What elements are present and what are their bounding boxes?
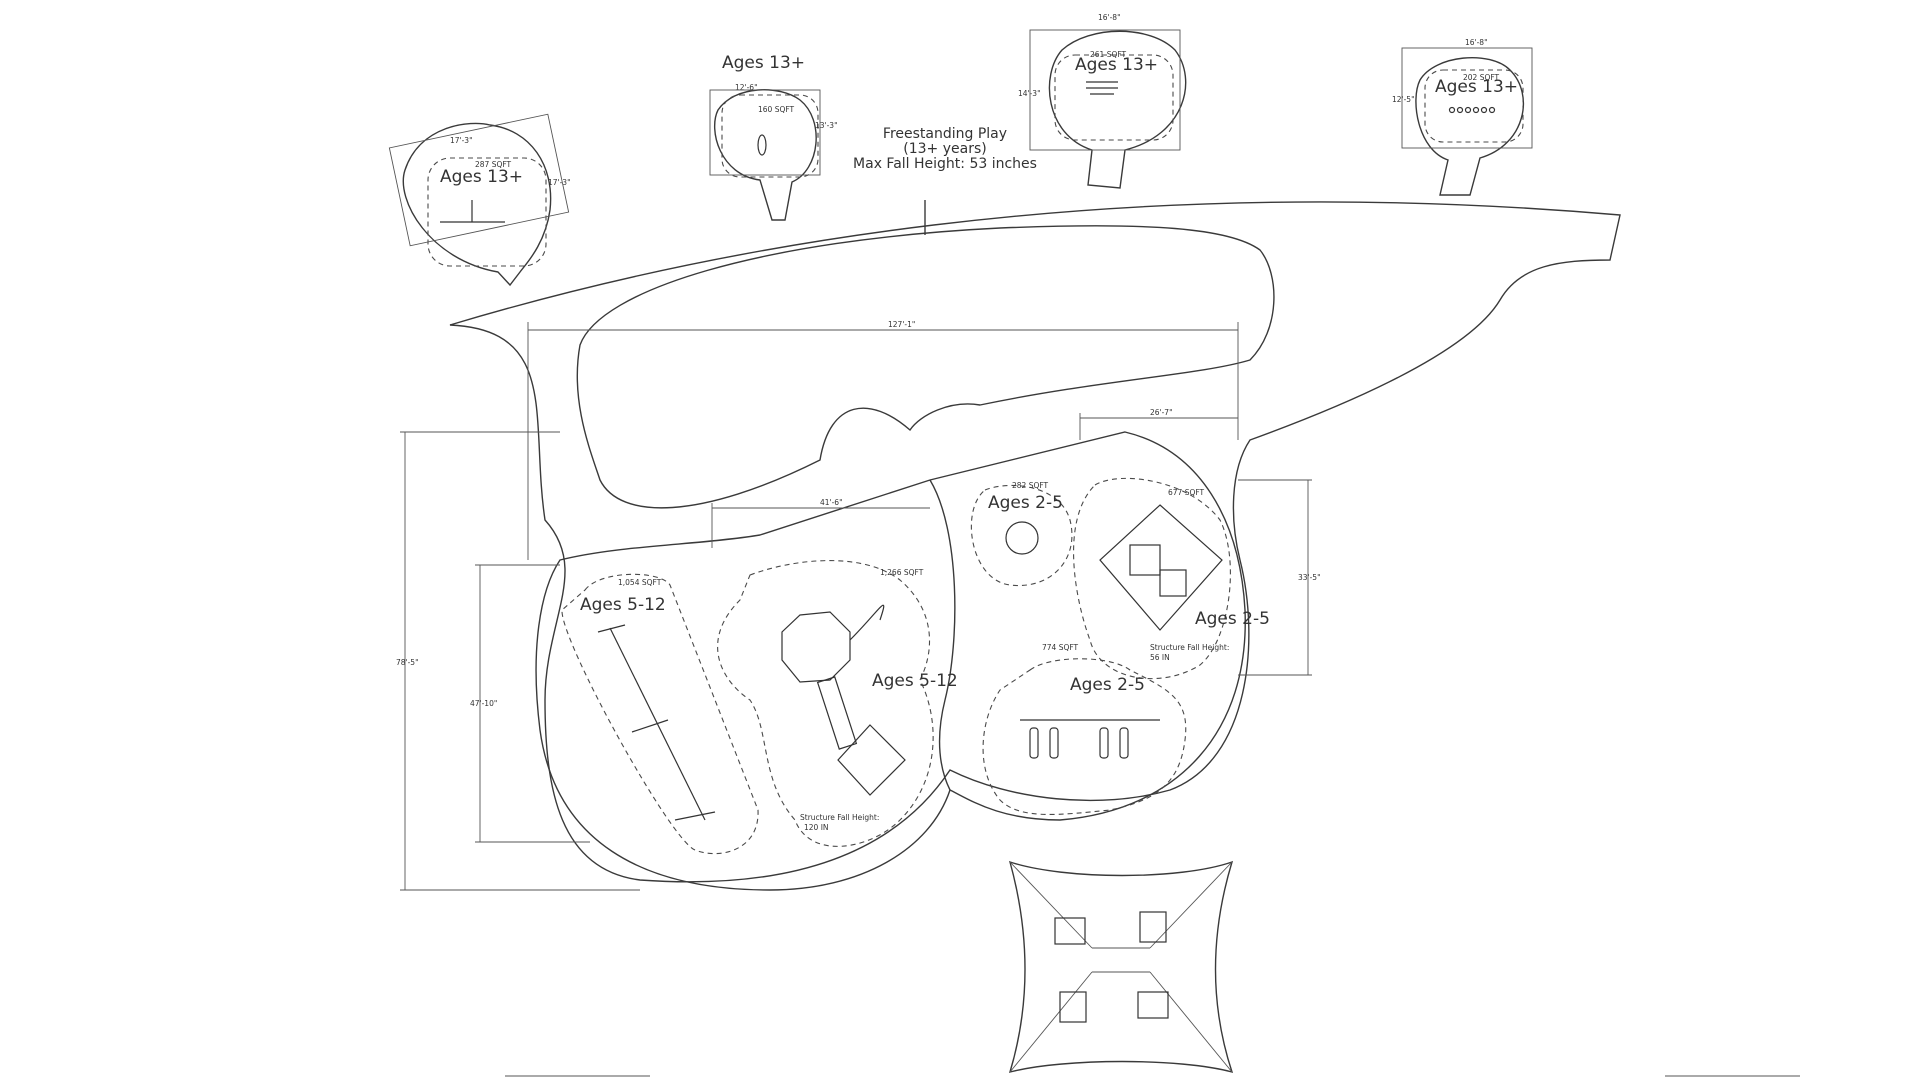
tot-structure-area-label: 677 SQFT: [1168, 488, 1205, 497]
tot-swing-seat-icon: [1029, 727, 1039, 759]
picnic-table-icon-3: [1059, 991, 1087, 1023]
teen-1-area-label: 287 SQFT: [475, 160, 512, 169]
school-structure-area-label: 1,266 SQFT: [880, 568, 924, 577]
teen-3-height-dim: 14'-3": [1018, 89, 1041, 98]
teen-pad-2: Ages 13+ 160 SQFT 12'-6" 13'-3": [709, 53, 838, 221]
teen-1-height-dim: 17'-3": [548, 178, 571, 187]
rings-row-icon: [1448, 106, 1496, 114]
play-area-boundary: [535, 431, 1246, 891]
slide-icon: [849, 604, 885, 641]
dimension-school-width: 41'-6": [711, 498, 930, 548]
teen-4-height-dim: 12'-5": [1392, 95, 1415, 104]
freestanding-subtitle: (13+ years): [903, 141, 986, 157]
spinner-seat-icon: [757, 134, 767, 156]
pavilion-detail: [1008, 860, 1234, 1074]
school-structure-fall-label: Structure Fall Height:: [800, 813, 879, 822]
tot-width-text: 26'-7": [1150, 408, 1173, 417]
teen-pad-4: Ages 13+ 202 SQFT 16'-8" 12'-5": [1392, 38, 1533, 196]
overall-height-text: 78'-5": [396, 658, 419, 667]
swing-leg-icon-2: [674, 811, 716, 821]
freestanding-play-note: Freestanding Play (13+ years) Max Fall H…: [853, 126, 1037, 172]
picnic-table-icon-4: [1137, 991, 1169, 1019]
tot-swing-seat-icon-3: [1099, 727, 1109, 759]
tot-height-text: 33'-5": [1298, 573, 1321, 582]
picnic-table-icon-2: [1139, 911, 1167, 943]
octagon-deck-icon: [781, 611, 851, 683]
tot-swing-seat-icon-2: [1049, 727, 1059, 759]
teen-pad-3: Ages 13+ 261 SQFT 16'-8" 14'-3": [1018, 13, 1187, 189]
swing-leg-icon: [597, 624, 626, 633]
overall-width-text: 127'-1": [888, 320, 915, 329]
spinner-icon: [1005, 521, 1039, 555]
teen-3-area-label: 261 SQFT: [1090, 50, 1127, 59]
teen-4-age-label: Ages 13+: [1435, 77, 1518, 97]
tot-structure-fall-label: Structure Fall Height:: [1150, 643, 1229, 652]
school-structure-age-label: Ages 5-12: [872, 671, 958, 691]
tot-spinner-area-label: 282 SQFT: [1012, 481, 1049, 490]
teen-4-area-label: 202 SQFT: [1463, 73, 1500, 82]
teen-1-width-dim: 17'-3": [450, 136, 473, 145]
school-structure-fall-value: 120 IN: [804, 823, 829, 832]
ladder-icon: [816, 676, 858, 750]
school-structure-zone: Ages 5-12 1,266 SQFT Structure Fall Heig…: [717, 560, 958, 847]
picnic-table-icon: [1054, 917, 1086, 945]
freestanding-fall-height: Max Fall Height: 53 inches: [853, 156, 1037, 172]
tot-spinner-zone: Ages 2-5 282 SQFT: [970, 481, 1073, 587]
tot-structure-fall-value: 56 IN: [1150, 653, 1170, 662]
tot-swings-age-label: Ages 2-5: [1070, 675, 1145, 695]
tot-structure-zone: Ages 2-5 677 SQFT Structure Fall Height:…: [1073, 477, 1270, 680]
left-height-text: 47'-10": [470, 699, 497, 708]
school-swings-area-label: 1,054 SQFT: [618, 578, 662, 587]
lobe-divider: [929, 479, 956, 791]
tot-deck-icon: [1129, 544, 1161, 576]
teen-2-area-label: 160 SQFT: [758, 105, 795, 114]
tot-structure-age-label: Ages 2-5: [1195, 609, 1270, 629]
dimension-overall-height: 78'-5": [396, 431, 640, 891]
freestanding-title: Freestanding Play: [883, 126, 1007, 142]
teen-4-width-dim: 16'-8": [1465, 38, 1488, 47]
tot-deck-icon-2: [1159, 569, 1187, 597]
teen-3-width-dim: 16'-8": [1098, 13, 1121, 22]
tot-roof-icon: [1099, 504, 1223, 631]
teen-pad-1: Ages 13+ 287 SQFT 17'-3" 17'-3": [388, 113, 571, 287]
dimension-tot-height: 33'-5": [1238, 479, 1321, 676]
dimension-tot-width: 26'-7": [1079, 408, 1238, 440]
school-swing-zone: Ages 5-12 1,054 SQFT: [561, 573, 759, 855]
dimension-overall-width: 127'-1": [527, 320, 1239, 560]
teen-3-age-label: Ages 13+: [1075, 55, 1158, 75]
tot-spinner-age-label: Ages 2-5: [988, 493, 1063, 513]
tot-swings-area-label: 774 SQFT: [1042, 643, 1079, 652]
walkway-outline: [449, 201, 1621, 883]
tot-swing-zone: Ages 2-5 774 SQFT: [982, 643, 1187, 816]
school-swings-age-label: Ages 5-12: [580, 595, 666, 615]
dimension-left-height: 47'-10": [470, 564, 590, 843]
school-width-text: 41'-6": [820, 498, 843, 507]
lawn-island: [576, 225, 1275, 509]
teen-2-width-dim: 12'-6": [735, 83, 758, 92]
swing-seat-icon: [631, 719, 669, 733]
teen-2-age-label: Ages 13+: [722, 53, 805, 73]
teen-1-age-label: Ages 13+: [440, 167, 523, 187]
roof-deck-icon: [837, 724, 906, 796]
teen-2-height-dim: 13'-3": [815, 121, 838, 130]
tot-swing-seat-icon-4: [1119, 727, 1129, 759]
